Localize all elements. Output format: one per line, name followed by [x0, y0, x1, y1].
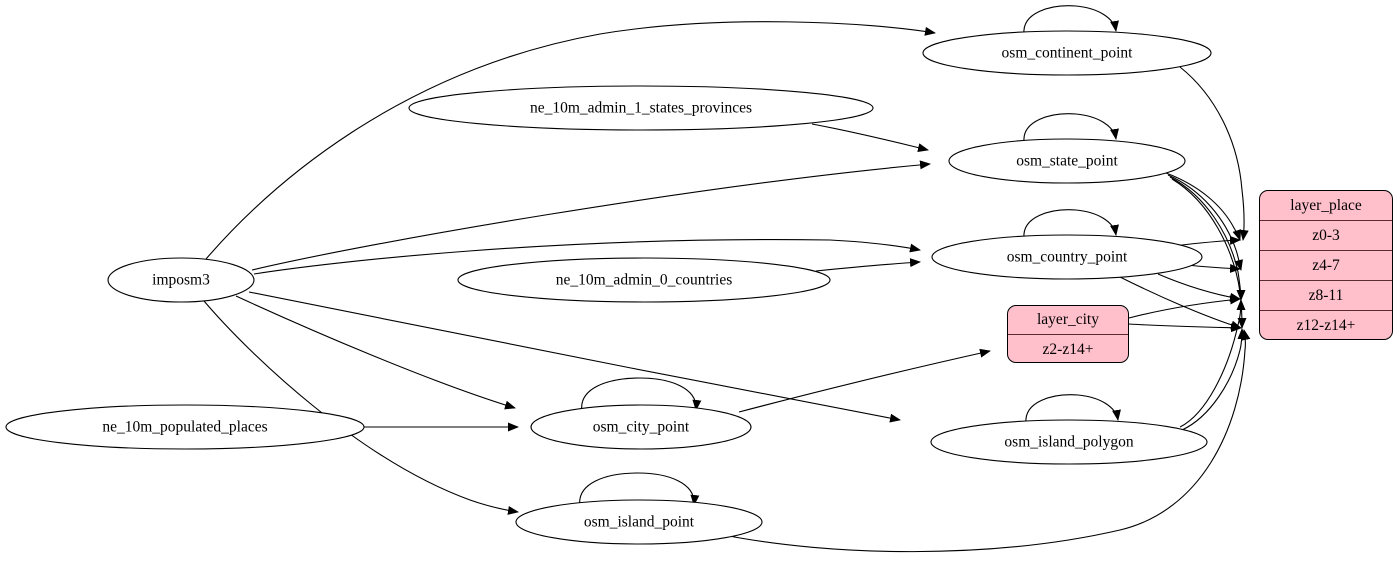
edge-imposm3-to-osm_island_polygon	[248, 291, 901, 423]
node-label-ne_places: ne_10m_populated_places	[102, 419, 267, 436]
node-imposm3[interactable]: imposm3	[107, 257, 255, 303]
edge-imposm3-to-osm_country_point	[253, 239, 921, 275]
edge-osm_city_point-to-layer_city-z2	[738, 348, 991, 413]
edge-layer_city-to-layer_place-z12	[1128, 323, 1242, 333]
node-label-osm_continent_point: osm_continent_point	[1002, 45, 1134, 62]
edge-osm_country_point-to-layer_place-z8	[1157, 273, 1241, 302]
edge-osm_city_point-self-loop	[581, 377, 702, 413]
edge-osm_continent_point-to-layer_place-z0	[1179, 66, 1249, 241]
node-osm_city_point[interactable]: osm_city_point	[530, 404, 752, 450]
node-osm_state_point[interactable]: osm_state_point	[948, 138, 1186, 184]
node-osm_country_point[interactable]: osm_country_point	[931, 234, 1203, 280]
node-osm_continent_point[interactable]: osm_continent_point	[922, 30, 1212, 76]
record-row-layer-city-header[interactable]: layer_city	[1008, 306, 1128, 335]
record-row-layer-place-z4[interactable]: z4-7	[1260, 251, 1392, 281]
record-row-layer-city-z2[interactable]: z2-z14+	[1042, 340, 1094, 358]
edge-osm_island_polygon-to-layer_place-z8	[1179, 299, 1246, 428]
record-row-layer-place-z12[interactable]: z12-z14+	[1296, 317, 1356, 334]
node-label-osm_state_point: osm_state_point	[1016, 153, 1118, 170]
edge-osm_state_point-to-layer_place-z12	[1171, 178, 1247, 329]
edge-osm_state_point-to-layer_place-z8	[1169, 176, 1246, 301]
edge-layer	[203, 5, 1251, 553]
edge-ne_states-to-osm_state_point	[811, 123, 929, 153]
edge-osm_state_point-self-loop	[1023, 113, 1119, 143]
edge-osm_continent_point-self-loop	[1023, 5, 1119, 35]
node-osm_island_point[interactable]: osm_island_point	[515, 499, 763, 545]
edge-ne_countries-to-osm_country_point	[815, 258, 921, 272]
edge-imposm3-to-osm_island_point	[203, 300, 519, 515]
edge-osm_island_point-to-layer_place-z12	[723, 329, 1251, 553]
node-label-ne_states: ne_10m_admin_1_states_provinces	[530, 100, 752, 117]
edge-osm_island_point-self-loop	[579, 472, 700, 508]
node-layer: imposm3 ne_10m_admin_1_states_provinces …	[5, 30, 1212, 545]
edge-osm_island_polygon-self-loop	[1025, 394, 1121, 424]
record-row-layer-place-z8[interactable]: z8-11	[1260, 281, 1392, 311]
record-node-layer-city[interactable]: layer_city z2-z14+	[1007, 305, 1129, 363]
node-osm_island_polygon[interactable]: osm_island_polygon	[930, 419, 1208, 465]
node-label-osm_island_polygon: osm_island_polygon	[1004, 434, 1133, 451]
node-ne_10m_admin_1_states_provinces[interactable]: ne_10m_admin_1_states_provinces	[408, 85, 874, 131]
node-label-ne_countries: ne_10m_admin_0_countries	[556, 272, 733, 289]
record-row-layer-place-z0[interactable]: z0-3	[1260, 221, 1392, 251]
edge-osm_country_point-to-layer_place-z12	[1119, 276, 1242, 330]
node-label-imposm3: imposm3	[152, 272, 210, 289]
node-ne_10m_admin_0_countries[interactable]: ne_10m_admin_0_countries	[457, 257, 831, 303]
record-row-layer-place-header[interactable]: layer_place	[1260, 191, 1392, 221]
edge-imposm3-to-osm_city_point	[235, 295, 516, 410]
edge-imposm3-to-osm_state_point	[251, 160, 931, 271]
node-label-osm_city_point: osm_city_point	[593, 419, 690, 436]
node-label-osm_island_point: osm_island_point	[584, 514, 695, 531]
record-node-layer-place[interactable]: layer_place z0-3 z4-7 z8-11 z12-z14+	[1259, 190, 1393, 340]
node-ne_10m_populated_places[interactable]: ne_10m_populated_places	[5, 404, 365, 450]
node-label-osm_country_point: osm_country_point	[1007, 249, 1128, 266]
edge-imposm3-to-osm_continent_point	[205, 21, 936, 260]
edge-osm_country_point-self-loop	[1023, 209, 1119, 239]
edge-osm_country_point-to-layer_place-z4	[1185, 263, 1241, 273]
edge-layer_city-to-layer_place-z8	[1128, 295, 1241, 319]
